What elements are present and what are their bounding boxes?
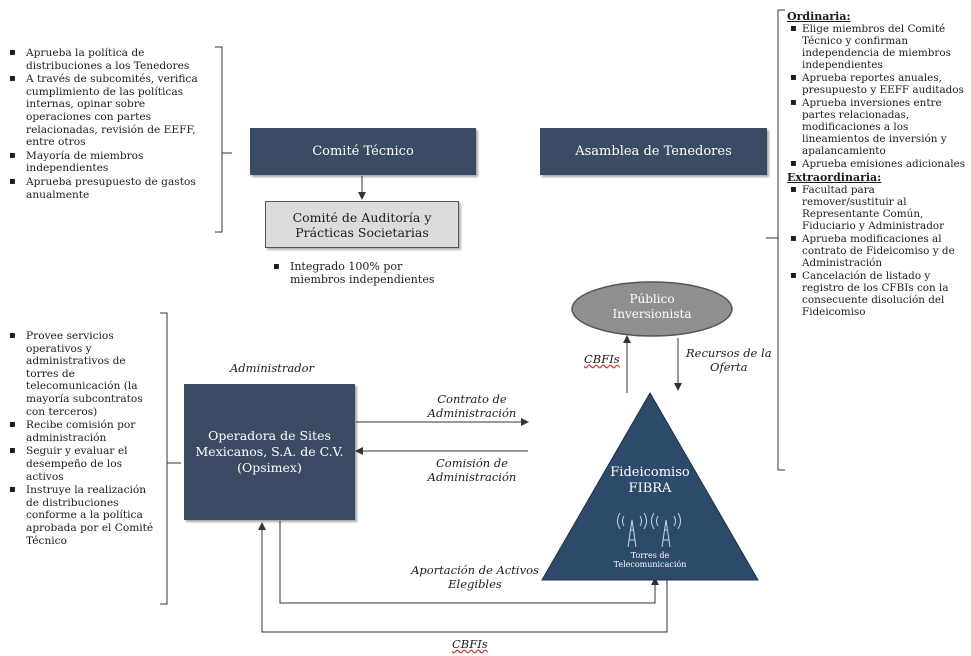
- ordinaria-list: Elige miembros del Comité Técnico y conf…: [787, 23, 969, 170]
- auditoria-note-line-2: miembros independientes: [290, 273, 435, 286]
- list-item: Seguir y evaluar el desempeño de los act…: [6, 445, 156, 483]
- contrato-label: Contrato de Administración: [415, 392, 529, 420]
- recursos-line-1: Recursos de la: [686, 346, 772, 360]
- list-item: Aprueba emisiones adicionales: [787, 158, 969, 170]
- comite-tecnico-box: Comité Técnico: [250, 128, 476, 175]
- aportacion-label: Aportación de Activos Elegibles: [400, 563, 550, 591]
- left-top-bracket: [215, 46, 232, 233]
- cbfis-up-label: CBFIs: [584, 352, 620, 366]
- asamblea-label: Asamblea de Tenedores: [575, 144, 732, 159]
- comite-auditoria-box: Comité de Auditoría y Prácticas Societar…: [265, 201, 459, 248]
- extraordinaria-header: Extraordinaria:: [787, 171, 882, 184]
- administrador-label: Administrador: [230, 361, 314, 375]
- comision-label: Comisión de Administración: [415, 456, 529, 484]
- list-item: Integrado 100% por miembros independient…: [270, 260, 470, 286]
- fideicomiso-triangle: [541, 392, 759, 581]
- comision-line-1: Comisión de: [435, 456, 509, 470]
- operadora-line-3: (Opsimex): [237, 460, 302, 475]
- cbfis-bottom-label: CBFIs: [452, 637, 488, 651]
- list-item: Provee servicios operativos y administra…: [6, 330, 156, 418]
- list-item: Aprueba reportes anuales, presupuesto y …: [787, 72, 969, 96]
- asamblea-faculties: Ordinaria: Elige miembros del Comité Téc…: [787, 10, 969, 319]
- comision-line-2: Administración: [427, 470, 517, 484]
- contrato-line-1: Contrato de: [437, 392, 507, 406]
- aportacion-line-2: Elegibles: [448, 577, 502, 591]
- left-bottom-bracket: [160, 312, 181, 605]
- ordinaria-header: Ordinaria:: [787, 10, 851, 23]
- list-item: Facultad para remover/sustituir al Repre…: [787, 184, 969, 232]
- operadora-line-2: Mexicanos, S.A. de C.V.: [195, 444, 344, 459]
- list-item: Cancelación de listado y registro de los…: [787, 270, 969, 318]
- torres-line-1: Torres de: [630, 551, 670, 560]
- list-item: Aprueba modificaciones al contrato de Fi…: [787, 233, 969, 269]
- operadora-line-1: Operadora de Sites: [208, 428, 331, 443]
- contrato-line-2: Administración: [427, 406, 517, 420]
- operadora-box: Operadora de Sites Mexicanos, S.A. de C.…: [184, 384, 355, 520]
- fideicomiso-label: Fideicomiso FIBRA: [590, 465, 710, 497]
- publico-label: Público Inversionista: [580, 292, 724, 322]
- publico-oval: [571, 281, 733, 337]
- torres-label: Torres de Telecomunicación: [594, 551, 706, 569]
- publico-line-2: Inversionista: [612, 307, 692, 321]
- list-item: Mayoría de miembros independientes: [6, 150, 212, 175]
- list-item: Elige miembros del Comité Técnico y conf…: [787, 23, 969, 71]
- fideicomiso-line-2: FIBRA: [628, 481, 672, 496]
- recursos-label: Recursos de la Oferta: [686, 346, 772, 374]
- fideicomiso-line-1: Fideicomiso: [610, 465, 690, 480]
- publico-line-1: Público: [629, 292, 675, 306]
- extraordinaria-list: Facultad para remover/sustituir al Repre…: [787, 184, 969, 318]
- administrador-functions: Provee servicios operativos y administra…: [6, 330, 156, 548]
- comite-tecnico-functions: Aprueba la política de distribuciones a …: [6, 47, 212, 202]
- recursos-line-2: Oferta: [710, 360, 748, 374]
- list-item: Instruye la realización de distribucione…: [6, 484, 156, 547]
- torres-line-2: Telecomunicación: [613, 560, 687, 569]
- list-item: Aprueba la política de distribuciones a …: [6, 47, 212, 72]
- tower-icon: [617, 512, 647, 548]
- tower-icon: [651, 512, 681, 548]
- auditoria-note-line-1: Integrado 100% por: [290, 260, 403, 273]
- list-item: A través de subcomités, verifica cumplim…: [6, 73, 212, 149]
- comite-auditoria-line-2: Prácticas Societarias: [295, 224, 429, 240]
- asamblea-box: Asamblea de Tenedores: [540, 128, 767, 175]
- right-bracket: [766, 9, 785, 471]
- auditoria-note: Integrado 100% por miembros independient…: [270, 260, 470, 287]
- comite-tecnico-label: Comité Técnico: [312, 144, 414, 159]
- list-item: Recibe comisión por administración: [6, 419, 156, 444]
- comite-auditoria-line-1: Comité de Auditoría y: [292, 209, 432, 225]
- aportacion-line-1: Aportación de Activos: [411, 563, 539, 577]
- list-item: Aprueba presupuesto de gastos anualmente: [6, 176, 212, 201]
- list-item: Aprueba inversiones entre partes relacio…: [787, 97, 969, 157]
